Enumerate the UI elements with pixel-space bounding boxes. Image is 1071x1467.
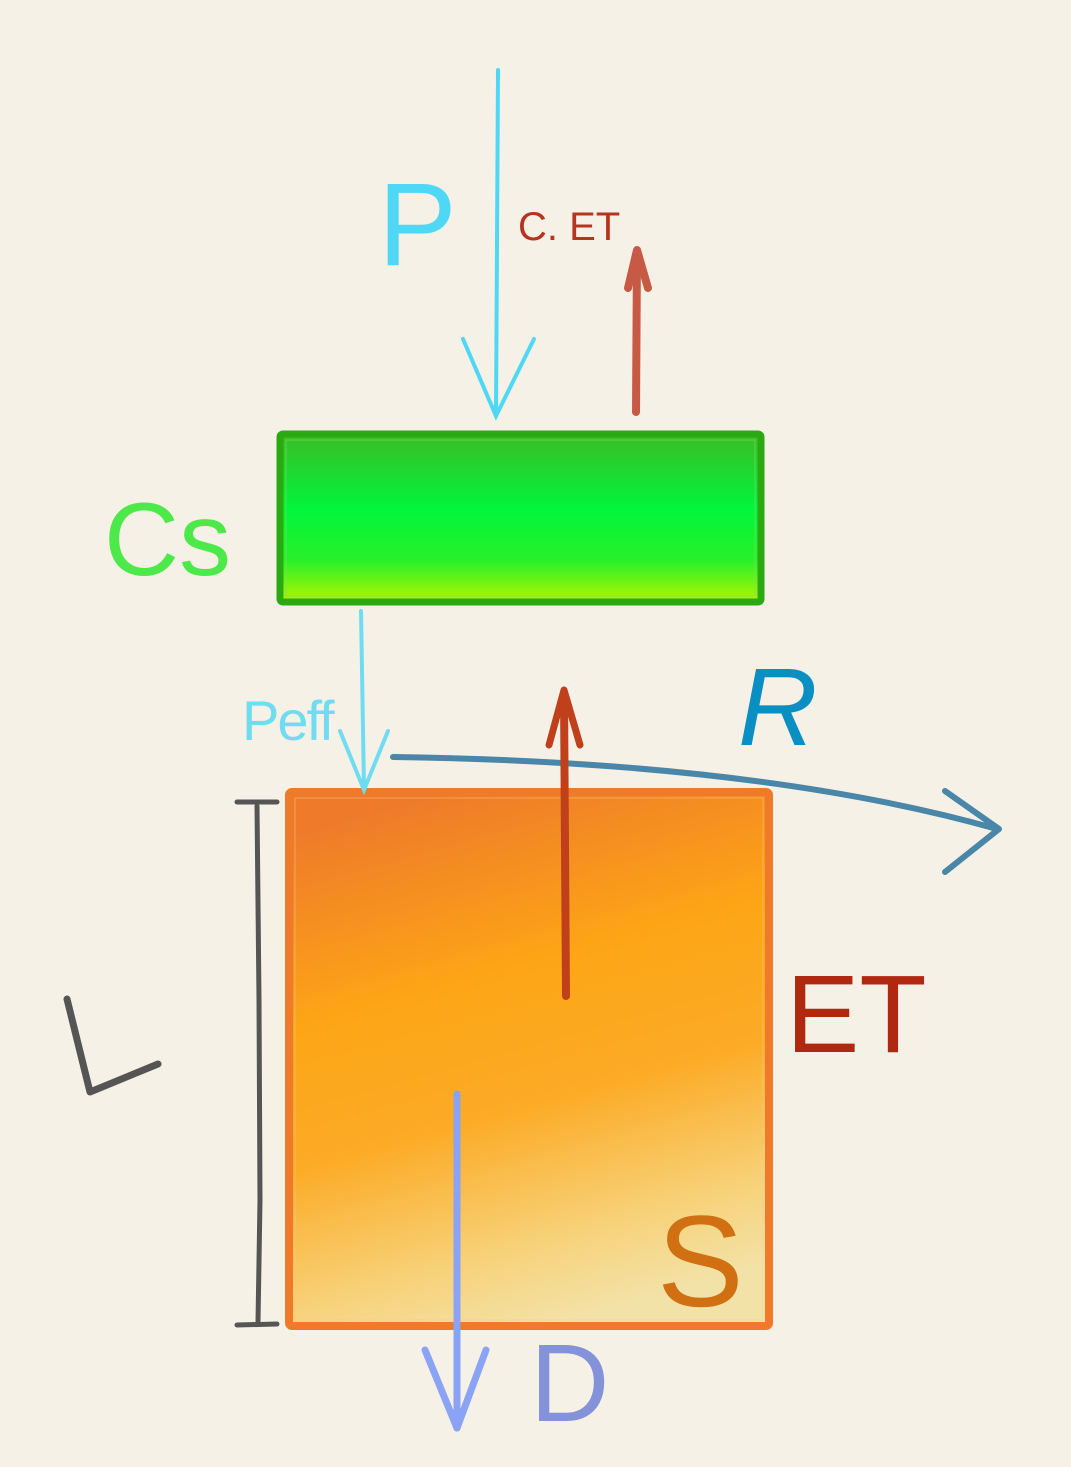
canopy-storage-label: Cs — [104, 482, 231, 598]
precipitation-arrow — [461, 68, 536, 421]
runoff-arrow — [390, 754, 1002, 875]
canopy-et-arrow — [624, 246, 652, 416]
precipitation-label: P — [378, 159, 457, 291]
effective-precipitation-label: Peff — [242, 689, 335, 752]
canopy-storage-box — [276, 430, 765, 606]
evapotranspiration-label: ET — [786, 953, 927, 1076]
canopy-et-label: C. ET — [518, 205, 620, 249]
effective-precipitation-arrow — [338, 609, 390, 796]
soil-storage-label: S — [657, 1188, 744, 1334]
soil-et-arrow — [545, 686, 584, 1000]
soil-depth-bracket — [234, 799, 280, 1328]
soil-storage-box — [285, 788, 773, 1330]
runoff-label: R — [738, 646, 817, 769]
drainage-arrow — [421, 1090, 490, 1432]
drainage-label: D — [530, 1322, 609, 1445]
soil-depth-label-glyph — [63, 995, 162, 1096]
